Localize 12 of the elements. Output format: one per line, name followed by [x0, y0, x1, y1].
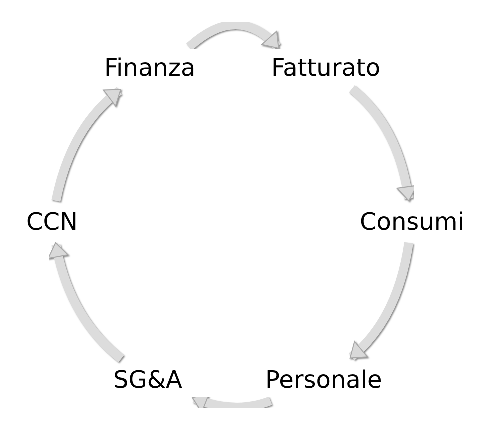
- curved-arrow: [192, 393, 272, 413]
- stage-label: Finanza: [100, 53, 200, 83]
- curved-arrow: [349, 86, 418, 202]
- stage-label: Consumi: [356, 207, 468, 237]
- curved-arrow: [186, 20, 281, 50]
- curved-arrow: [48, 242, 124, 362]
- curved-arrow: [52, 88, 122, 202]
- stage-label: Personale: [262, 365, 386, 395]
- stage-label: SG&A: [110, 365, 186, 395]
- curved-arrow: [348, 242, 414, 360]
- stage-label: Fatturato: [268, 53, 385, 83]
- stage-label: CCN: [22, 207, 82, 237]
